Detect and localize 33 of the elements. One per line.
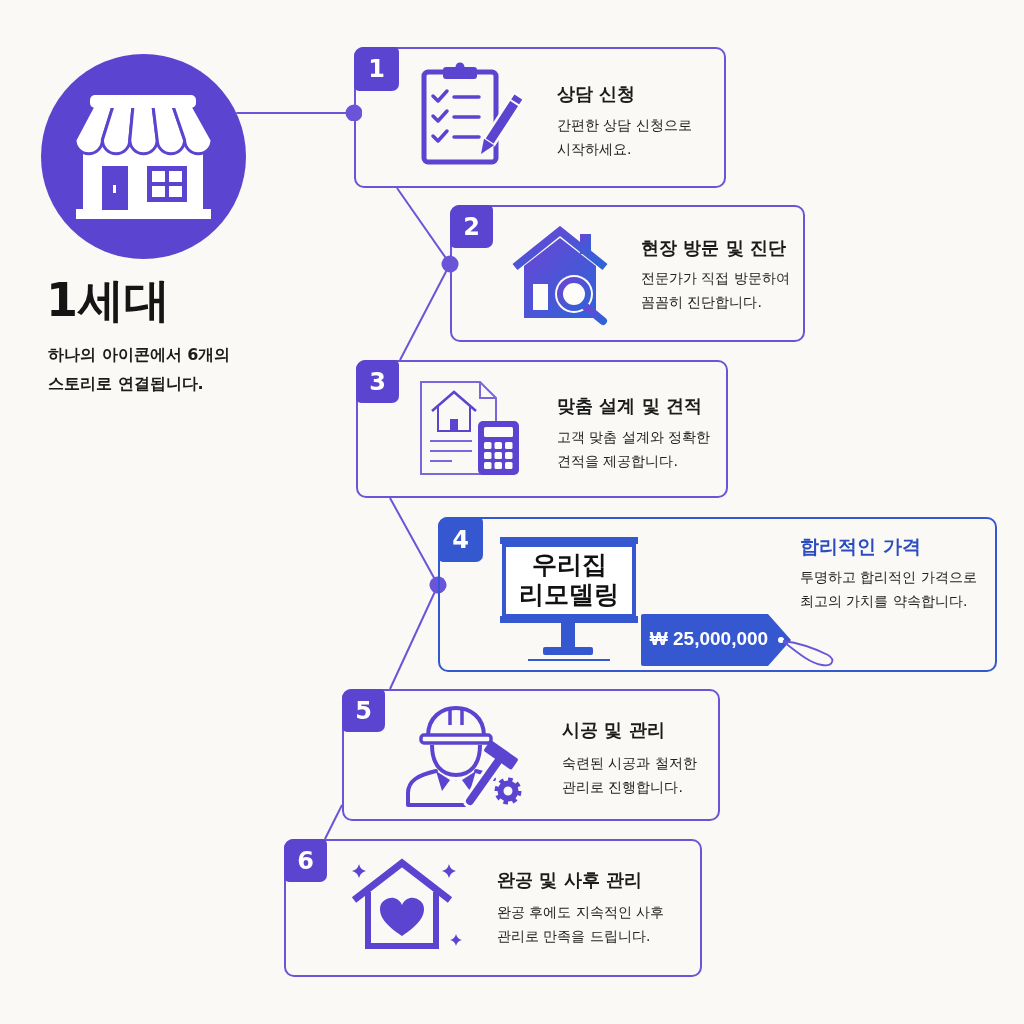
page-title: 1세대 [46,272,170,328]
step-card [438,517,997,672]
store-icon [41,54,246,259]
connector-line [323,804,343,840]
subtitle-text: 하나의 아이콘에서 6개의 스토리로 연결됩니다. [48,344,232,395]
step-card [284,839,702,977]
step-number-badge: 4 [438,517,483,562]
step-description: 투명하고 합리적인 가격으로 최고의 가치를 약속합니다. [800,568,978,611]
step-title: 상담 신청 [557,82,636,106]
step-title: 완공 및 사후 관리 [497,868,642,892]
step-number-badge: 5 [342,689,385,732]
step-number-badge: 1 [354,47,399,91]
step-title: 합리적인 가격 [800,534,921,558]
step-description: 숙련된 시공과 철저한 관리로 진행합니다. [562,754,698,797]
step-description: 완공 후에도 지속적인 사후 관리로 만족을 드립니다. [497,903,666,946]
screen-text: 우리집 리모델링 [518,550,620,610]
connector-line [389,497,447,594]
step-card [342,689,720,821]
step-title: 현장 방문 및 진단 [641,236,786,260]
price-text: ₩ 25,000,000 [648,627,770,651]
step-description: 간편한 상담 신청으로 시작하세요. [557,116,693,159]
step-card [356,360,728,498]
step-number-badge: 6 [284,839,327,882]
step-title: 맞춤 설계 및 견적 [557,394,702,418]
connector-line [396,187,459,273]
step-card [354,47,726,188]
step-card [450,205,805,342]
step-title: 시공 및 관리 [562,718,665,742]
step-number-badge: 2 [450,205,493,248]
step-description: 전문가가 직접 방문하여 꼼꼼히 진단합니다. [641,269,791,312]
step-description: 고객 맞춤 설계와 정확한 견적을 제공합니다. [557,428,712,471]
connector-line [235,104,363,122]
step-number-badge: 3 [356,360,399,403]
